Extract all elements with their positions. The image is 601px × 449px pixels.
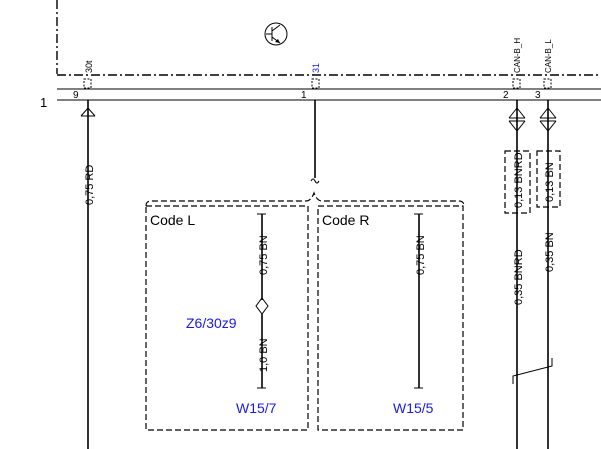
wire-label-0-13-bnrd: 0,13 BNRD	[513, 152, 525, 208]
pin-box-can-l	[543, 78, 552, 89]
transistor-icon	[264, 22, 288, 46]
pin-number-9: 9	[73, 90, 79, 101]
wire-label-0-35-bn: 0,35 BN	[544, 232, 556, 272]
pin-name-30t: 30t	[84, 60, 94, 73]
code-r-wire-label: 0,75 BN	[415, 235, 427, 275]
splice-diamond-icon	[255, 297, 269, 315]
code-r-box	[317, 205, 464, 431]
pin-name-can-b-h: CAN-B_H	[513, 38, 522, 73]
pin-name-can-b-l: CAN-B_L	[544, 39, 553, 73]
code-l-node-reference: Z6/30z9	[186, 315, 237, 331]
wire-can-b-l	[539, 100, 557, 449]
code-r-wire	[414, 213, 423, 389]
pin-number-2: 2	[503, 90, 509, 101]
pin-box-31	[311, 78, 320, 89]
code-bracket	[145, 191, 465, 207]
pin-box-can-h	[512, 78, 521, 89]
wire-can-b-h	[508, 100, 526, 449]
wire-label-0-35-bnrd: 0,35 BNRD	[513, 249, 525, 305]
wire-label-0-75-rd: 0,75 RD	[84, 165, 96, 205]
code-l-wire	[255, 213, 269, 389]
pin-box-30t	[83, 78, 92, 89]
wire-30t	[80, 100, 96, 449]
wire-label-0-13-bn: 0,13 BN	[544, 162, 556, 202]
code-r-target-reference: W15/5	[393, 400, 434, 416]
pin-number-3: 3	[535, 90, 541, 101]
code-l-label: Code L	[150, 212, 195, 228]
can-h-inner-box	[504, 150, 531, 214]
pin-number-1: 1	[301, 90, 307, 101]
code-l-target-reference: W15/7	[236, 400, 277, 416]
code-l-box	[145, 205, 309, 431]
row-number: 1	[40, 95, 47, 110]
pin-name-31: 31	[311, 63, 321, 73]
plug-connector-icon	[80, 107, 96, 117]
plug-connector-icon	[508, 107, 526, 132]
can-l-inner-box	[536, 150, 561, 208]
code-r-label: Code R	[322, 212, 369, 228]
wire-31	[310, 100, 320, 184]
code-l-wire-bottom-label: 1,0 BN	[258, 338, 270, 372]
twisted-pair-marker	[512, 358, 553, 384]
plug-connector-icon	[539, 107, 557, 132]
code-l-wire-top-label: 0,75 BN	[258, 235, 270, 275]
